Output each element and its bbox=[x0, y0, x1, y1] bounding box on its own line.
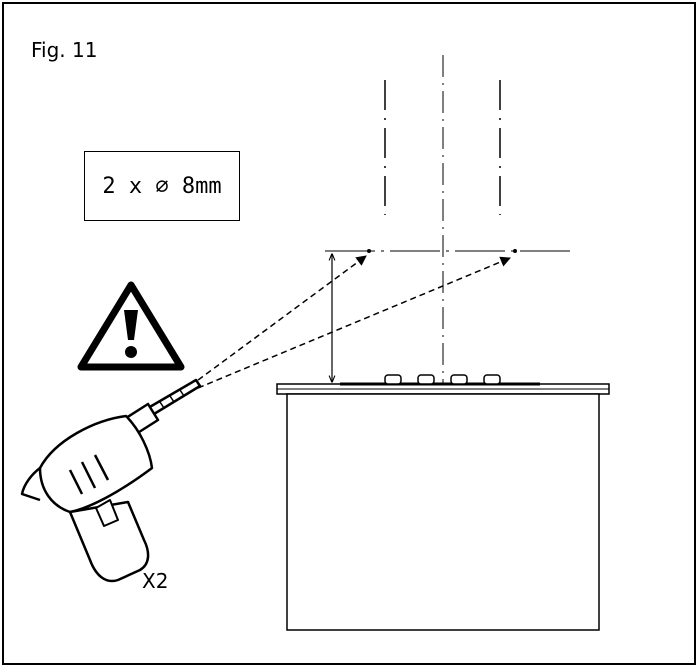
hob-knobs bbox=[384, 374, 501, 385]
quantity-label: X2 bbox=[142, 569, 169, 593]
warning-triangle-icon bbox=[77, 281, 185, 371]
drill-arrow-right bbox=[197, 256, 511, 389]
right-hole-mark bbox=[513, 249, 517, 253]
cabinet-body bbox=[286, 393, 600, 631]
left-hole-mark bbox=[367, 249, 371, 253]
drill-spec-box: 2 x ⌀ 8mm bbox=[84, 151, 240, 221]
power-drill-icon bbox=[20, 378, 202, 583]
drill-arrow-left bbox=[189, 255, 367, 387]
drill-spec-text: 2 x ⌀ 8mm bbox=[102, 173, 222, 199]
figure-label: Fig. 11 bbox=[31, 38, 98, 62]
worktop-plate bbox=[276, 382, 610, 395]
